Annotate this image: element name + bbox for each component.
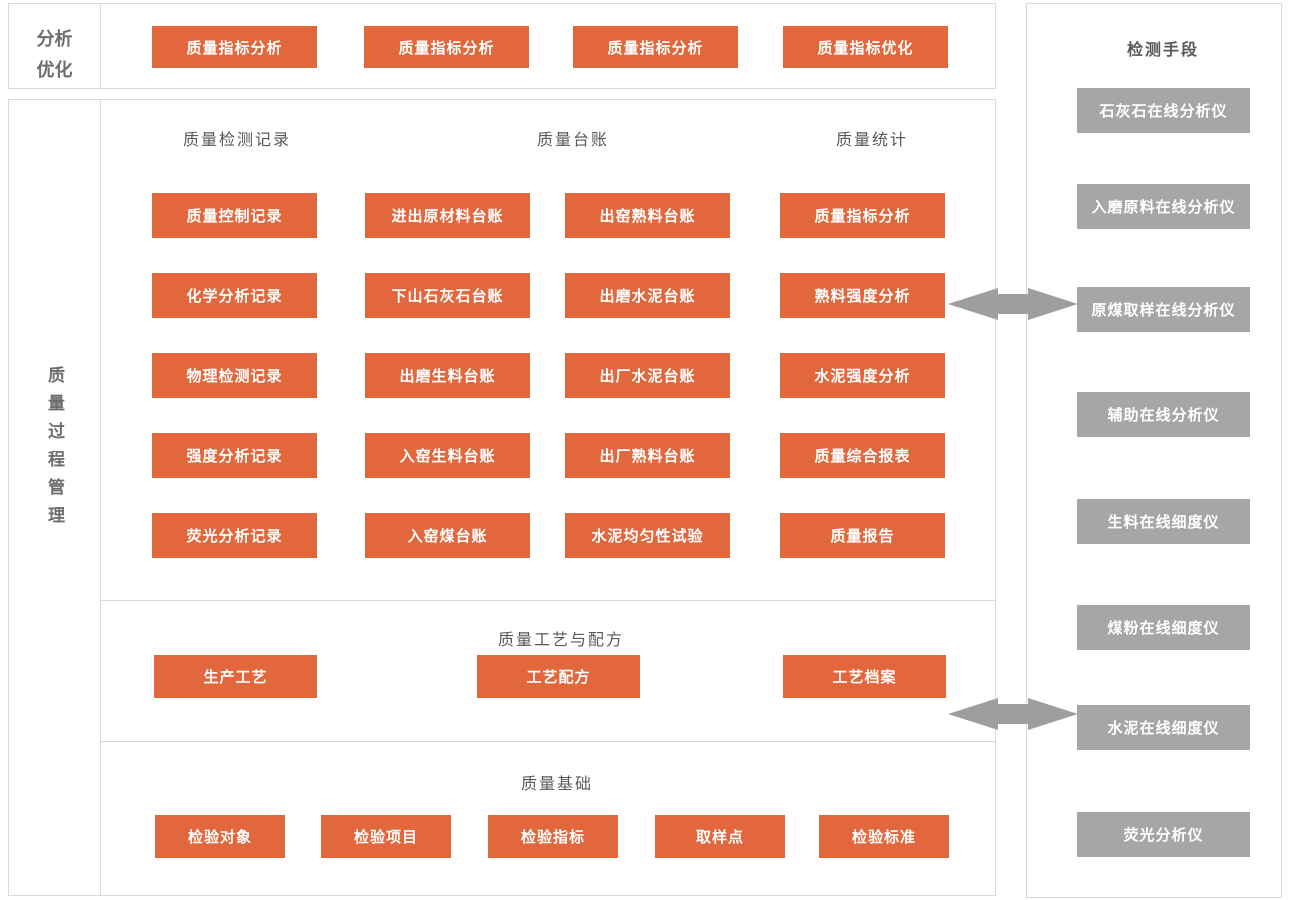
analysis-node[interactable]: 质量指标分析	[152, 26, 317, 68]
process-panel-label: 质量过程管理	[45, 366, 64, 534]
ledger-node[interactable]: 水泥均匀性试验	[565, 513, 730, 558]
basics-node[interactable]: 检验标准	[819, 815, 949, 858]
double-arrow-icon	[948, 288, 1078, 320]
basics-node[interactable]: 检验指标	[488, 815, 618, 858]
stats-node[interactable]: 熟料强度分析	[780, 273, 945, 318]
analysis-node[interactable]: 质量指标分析	[364, 26, 529, 68]
detection-node[interactable]: 荧光分析仪	[1077, 812, 1250, 857]
section-header-ledger: 质量台账	[536, 132, 610, 149]
double-arrow-icon	[948, 698, 1078, 730]
analysis-label-line2: 优化	[36, 60, 73, 80]
records-recipe-divider	[101, 600, 995, 601]
section-header-records: 质量检测记录	[182, 132, 292, 149]
section-header-basics: 质量基础	[520, 776, 594, 793]
records-node[interactable]: 质量控制记录	[152, 193, 317, 238]
stats-node[interactable]: 质量综合报表	[780, 433, 945, 478]
recipe-node[interactable]: 工艺配方	[477, 655, 640, 698]
records-node[interactable]: 物理检测记录	[152, 353, 317, 398]
detection-node[interactable]: 生料在线细度仪	[1077, 499, 1250, 544]
ledger-node[interactable]: 入窑煤台账	[365, 513, 530, 558]
ledger-node[interactable]: 出窑熟料台账	[565, 193, 730, 238]
detection-node[interactable]: 石灰石在线分析仪	[1077, 88, 1250, 133]
ledger-node[interactable]: 进出原材料台账	[365, 193, 530, 238]
process-panel-label-wrap: 质量过程管理	[8, 340, 101, 560]
ledger-node[interactable]: 出厂水泥台账	[565, 353, 730, 398]
stats-node[interactable]: 水泥强度分析	[780, 353, 945, 398]
section-header-detection: 检测手段	[1126, 42, 1200, 59]
basics-node[interactable]: 取样点	[655, 815, 785, 858]
detection-node[interactable]: 煤粉在线细度仪	[1077, 605, 1250, 650]
ledger-node[interactable]: 下山石灰石台账	[365, 273, 530, 318]
process-panel-divider	[100, 100, 101, 895]
stats-node[interactable]: 质量报告	[780, 513, 945, 558]
section-header-stats: 质量统计	[835, 132, 909, 149]
recipe-basics-divider	[101, 741, 995, 742]
detection-node[interactable]: 入磨原料在线分析仪	[1077, 184, 1250, 229]
ledger-node[interactable]: 入窑生料台账	[365, 433, 530, 478]
analysis-panel-divider	[100, 4, 101, 88]
detection-node[interactable]: 原煤取样在线分析仪	[1077, 287, 1250, 332]
detection-node[interactable]: 水泥在线细度仪	[1077, 705, 1250, 750]
recipe-node[interactable]: 工艺档案	[783, 655, 946, 698]
section-header-recipe: 质量工艺与配方	[497, 632, 625, 649]
analysis-label-line1: 分析	[36, 29, 73, 49]
stats-node[interactable]: 质量指标分析	[780, 193, 945, 238]
records-node[interactable]: 荧光分析记录	[152, 513, 317, 558]
detection-methods-panel	[1026, 3, 1282, 898]
ledger-node[interactable]: 出磨水泥台账	[565, 273, 730, 318]
basics-node[interactable]: 检验对象	[155, 815, 285, 858]
detection-node[interactable]: 辅助在线分析仪	[1077, 392, 1250, 437]
ledger-node[interactable]: 出厂熟料台账	[565, 433, 730, 478]
basics-node[interactable]: 检验项目	[321, 815, 451, 858]
records-node[interactable]: 化学分析记录	[152, 273, 317, 318]
records-node[interactable]: 强度分析记录	[152, 433, 317, 478]
ledger-node[interactable]: 出磨生料台账	[365, 353, 530, 398]
analysis-panel-label: 分析 优化	[8, 24, 101, 86]
analysis-node[interactable]: 质量指标分析	[573, 26, 738, 68]
analysis-node[interactable]: 质量指标优化	[783, 26, 948, 68]
recipe-node[interactable]: 生产工艺	[154, 655, 317, 698]
